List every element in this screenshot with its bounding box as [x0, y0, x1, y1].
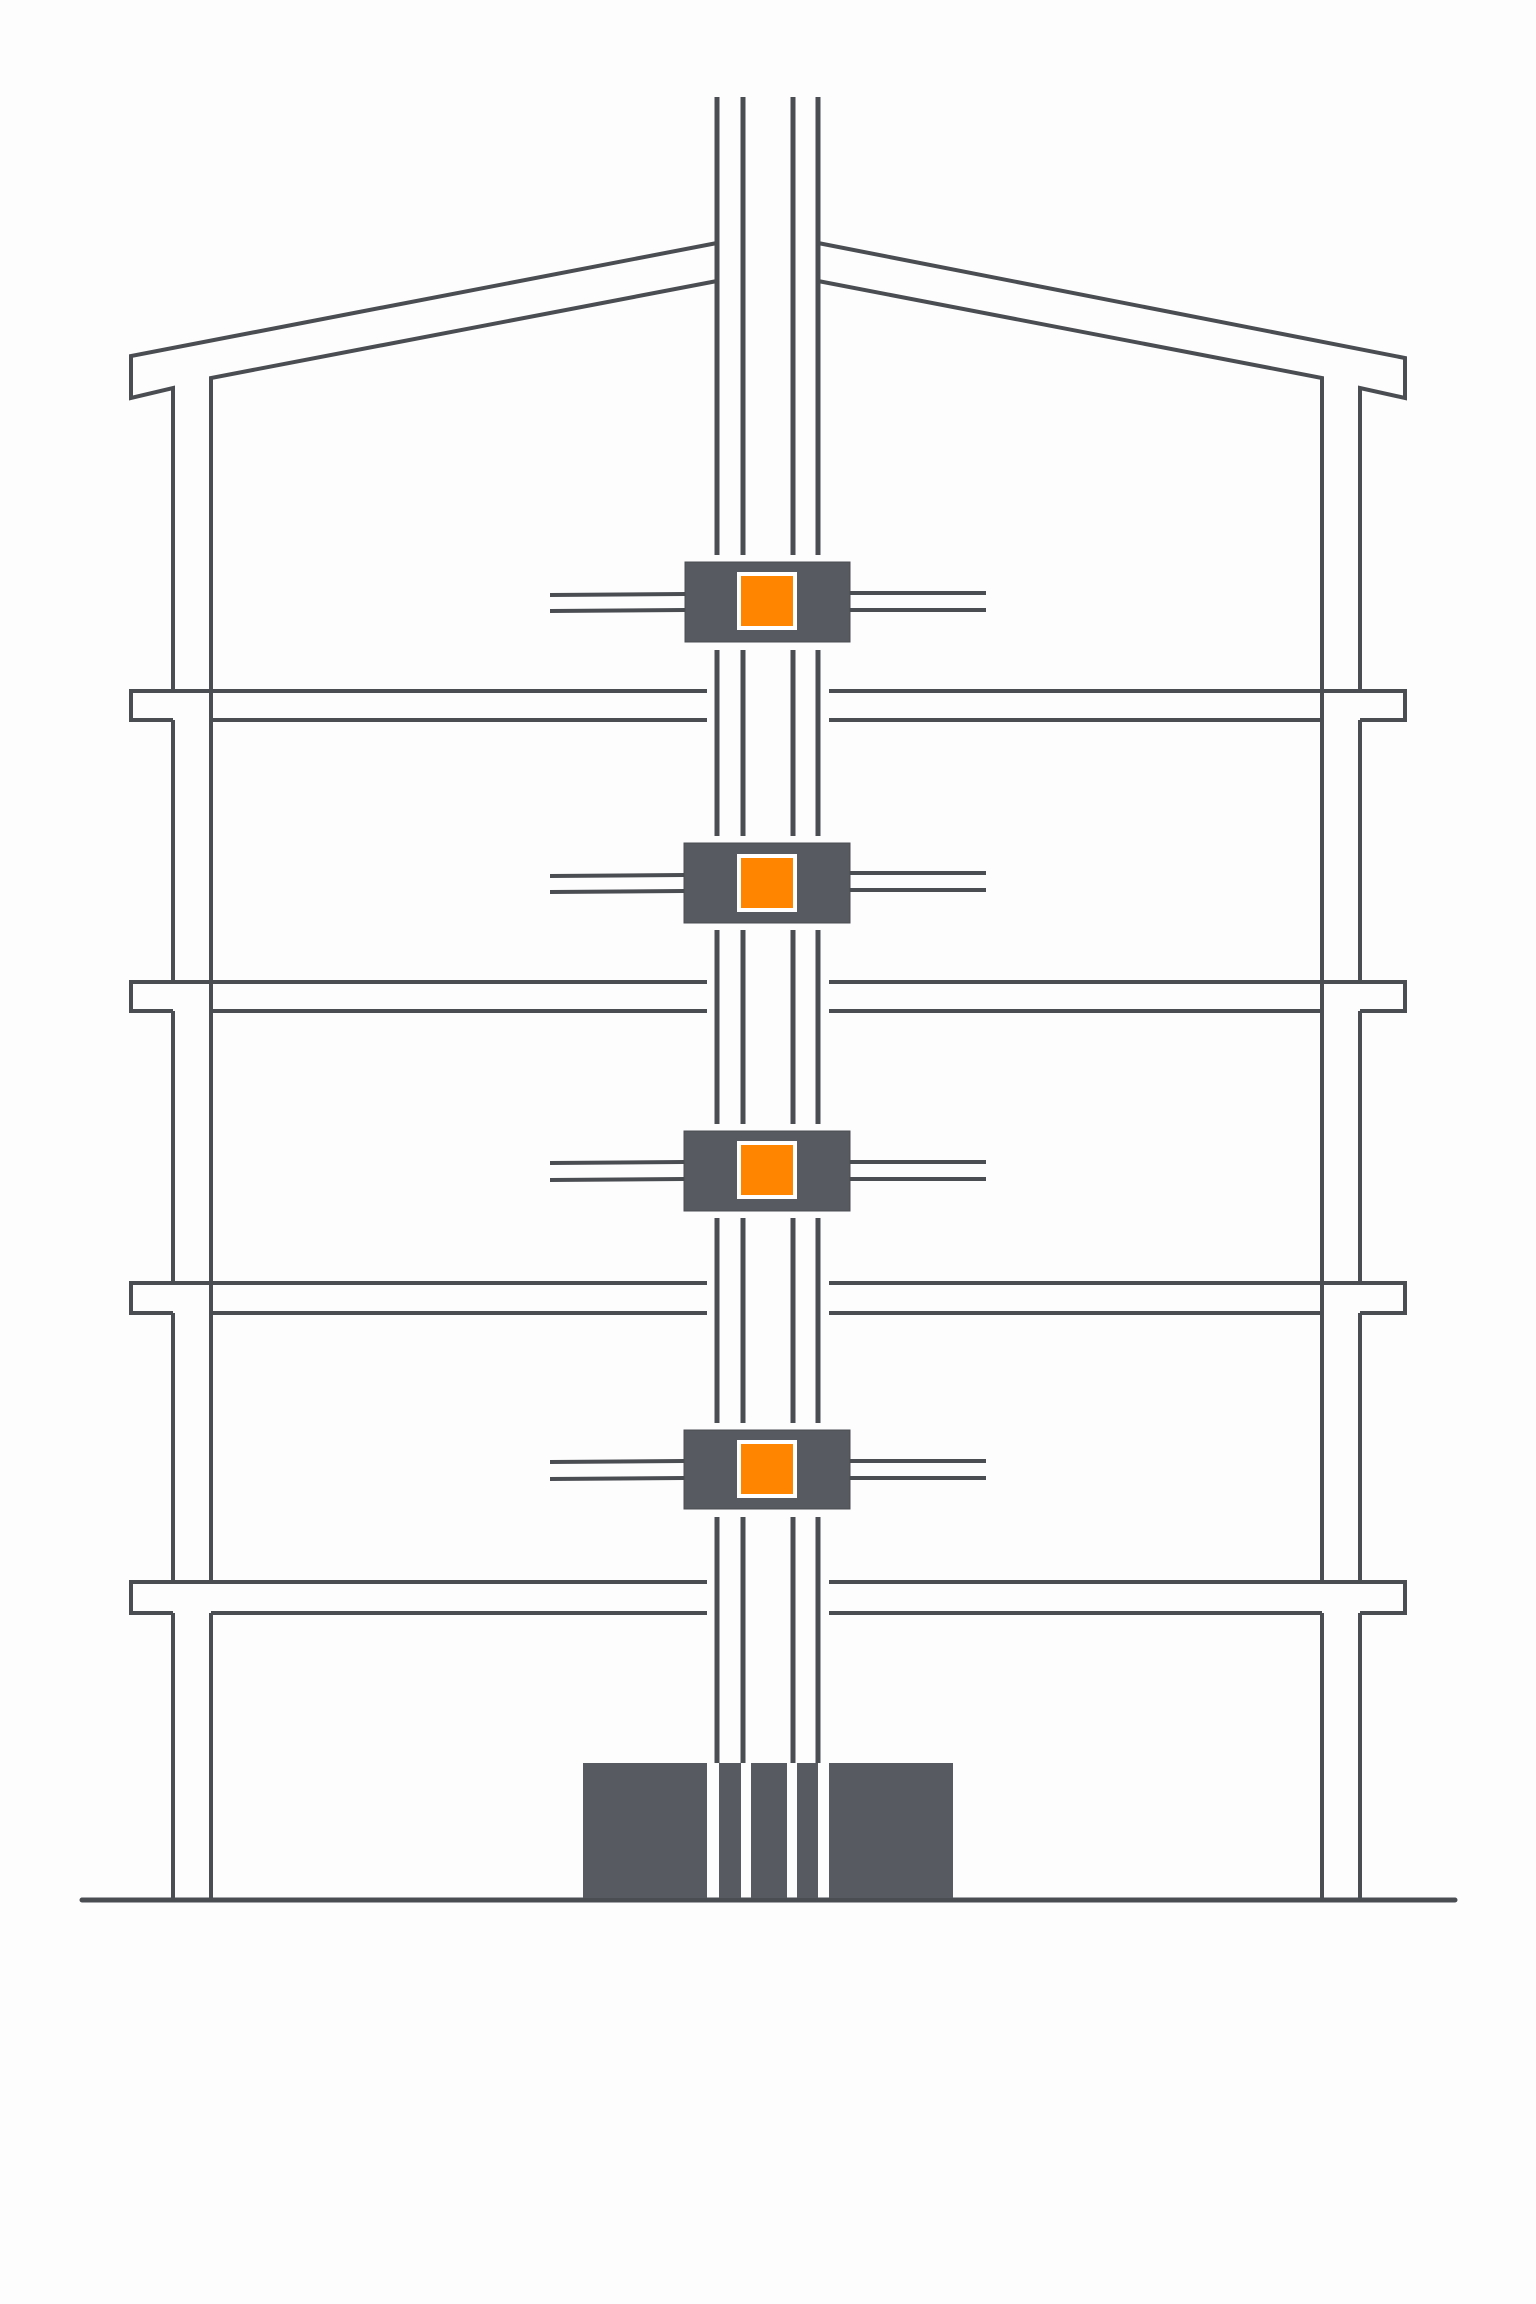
indicator-light-icon: [737, 1440, 797, 1498]
junction-unit-floor-3: [683, 842, 851, 924]
indicator-light-icon: [737, 1141, 797, 1199]
roof-left: [129, 241, 718, 691]
indicator-light-icon: [737, 572, 797, 630]
indicator-light-icon: [737, 854, 797, 912]
floor-slab-3: [129, 980, 1407, 1013]
riser-pipes: [714, 97, 821, 1763]
floor-slab-1: [129, 1580, 1407, 1615]
walls: [171, 691, 1362, 1900]
floor-slab-4: [129, 689, 1407, 722]
roof-right: [817, 241, 1407, 690]
foundation-block: [583, 1763, 953, 1898]
floor-slab-2: [129, 1281, 1407, 1315]
branch-lines: [549, 591, 986, 1481]
junction-unit-floor-1: [683, 1429, 851, 1510]
junction-unit-floor-2: [683, 1130, 851, 1212]
junction-unit-floor-4: [684, 561, 851, 643]
